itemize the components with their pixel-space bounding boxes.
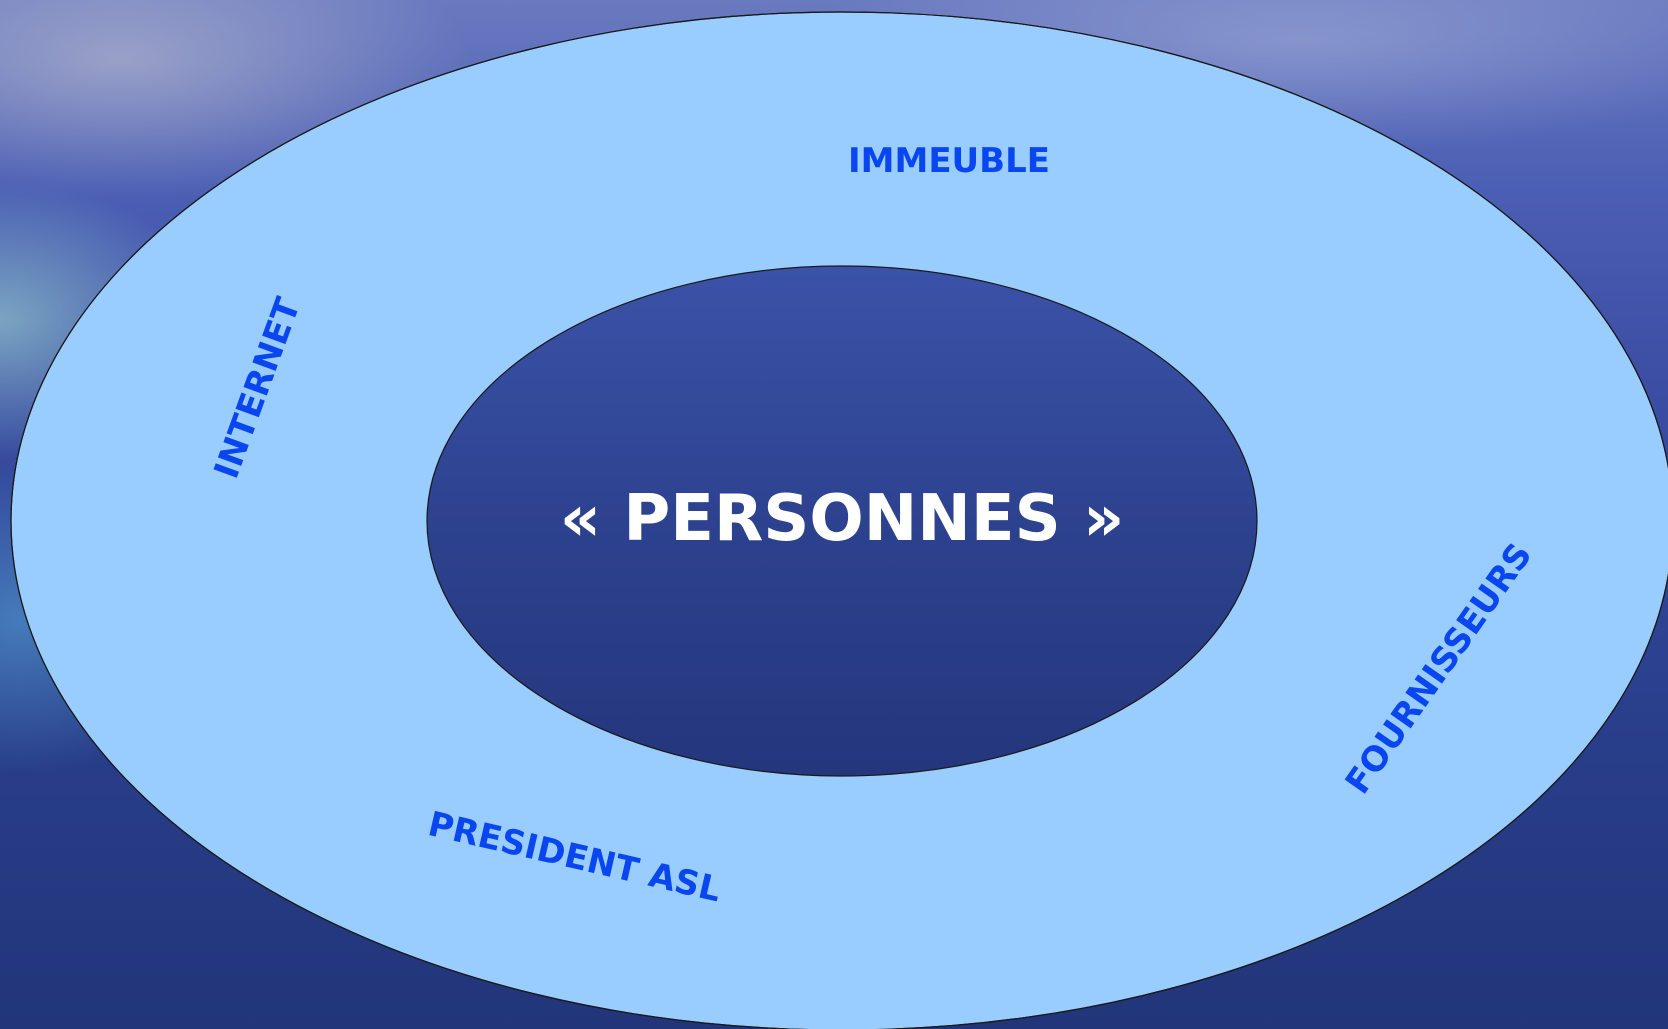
outer-ring-outline — [10, 11, 1668, 1029]
center-label: « PERSONNES » — [560, 482, 1125, 556]
ring-label-immeuble: IMMEUBLE — [848, 141, 1050, 181]
inner-ellipse — [426, 265, 1258, 777]
